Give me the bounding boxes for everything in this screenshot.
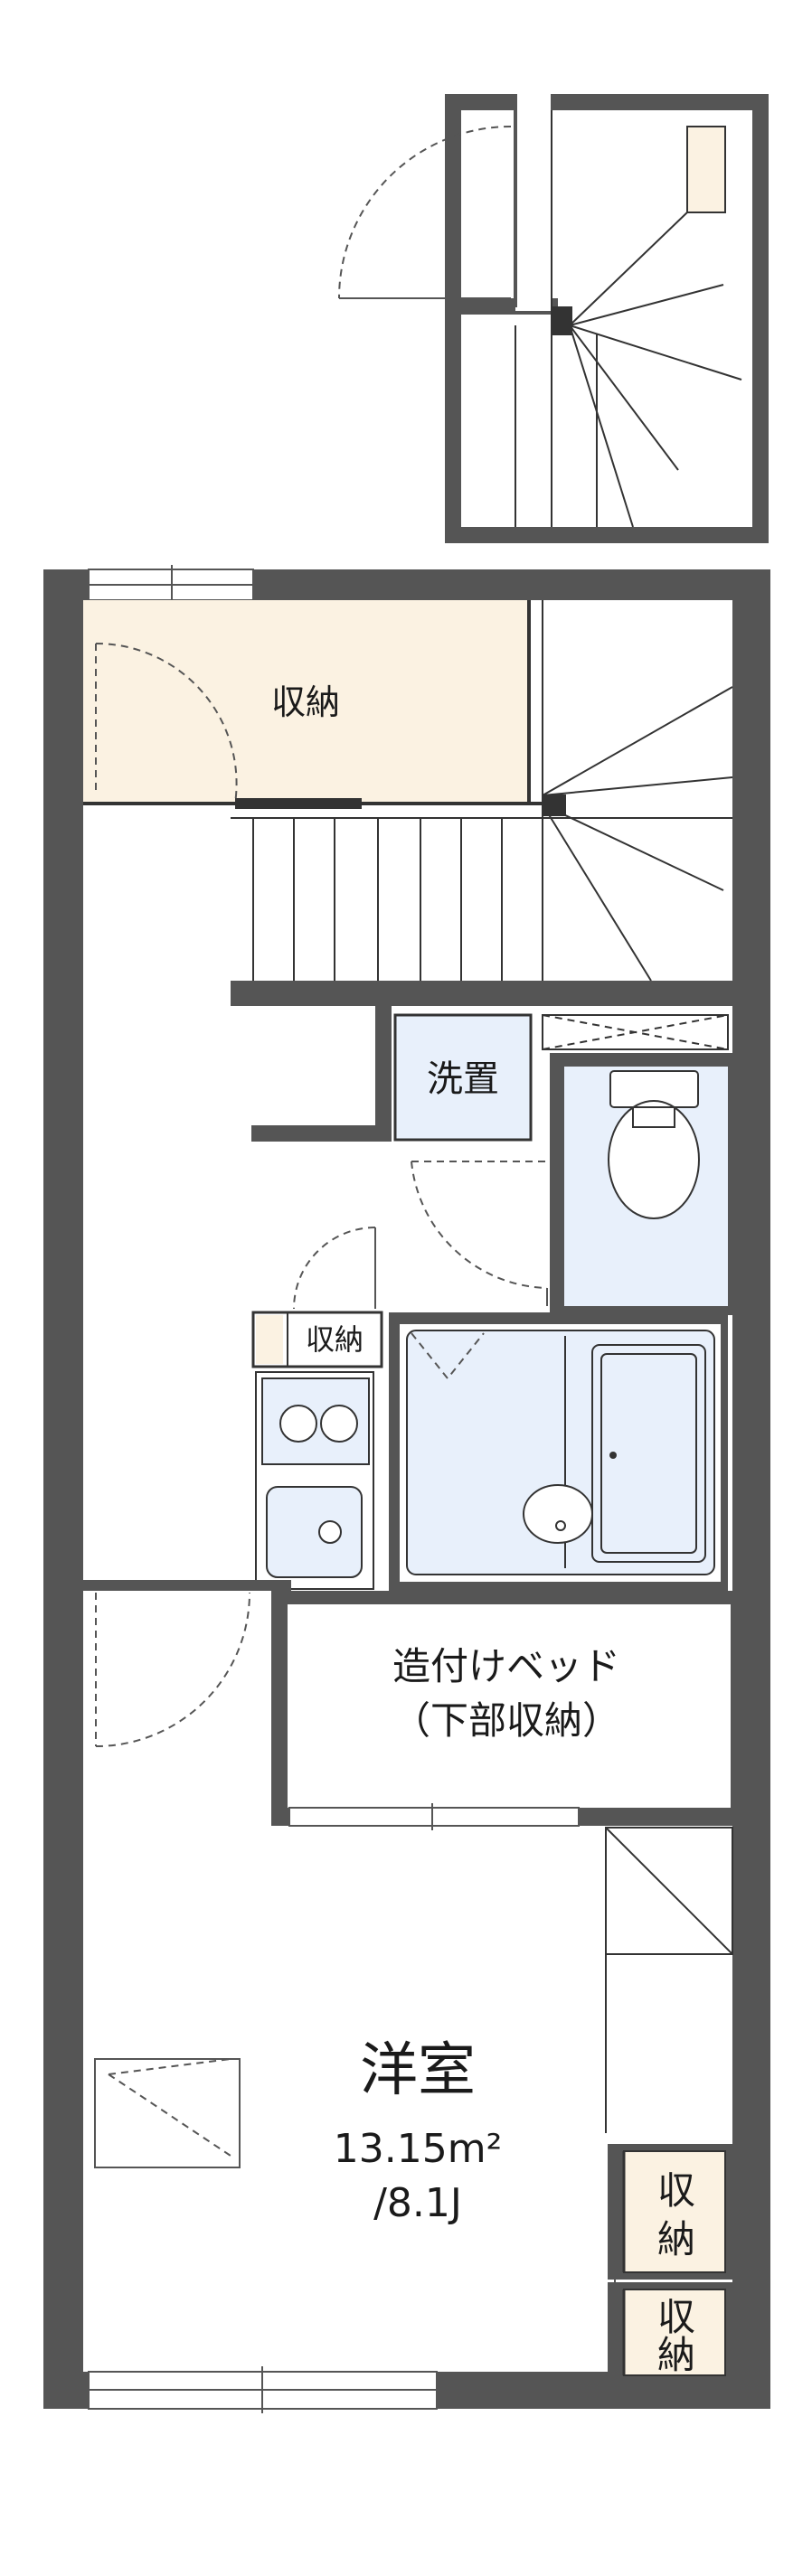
under-stair-cabinet xyxy=(542,1014,729,1050)
wash-basin xyxy=(523,1484,593,1544)
bed-label-line2: （下部収納） xyxy=(392,1698,620,1743)
small-storage: 収納 xyxy=(251,1311,383,1368)
closet-b-line2: 納 xyxy=(657,2333,695,2377)
main-room: 洋室 13.15m² /8.1J xyxy=(334,2037,502,2226)
upper-spiral-stairs xyxy=(515,110,742,528)
upper-door-swing xyxy=(338,126,512,299)
main-room-area: 13.15m² xyxy=(334,2126,502,2172)
closet-a: 収 納 xyxy=(608,2144,734,2280)
upper-stair-hall xyxy=(338,94,769,543)
kitchen-sink xyxy=(266,1486,363,1578)
closet-a-line1: 収 xyxy=(657,2168,695,2213)
storage-top-label: 収納 xyxy=(271,682,340,722)
right-side-cabinet xyxy=(605,1827,733,2133)
washer-space: 洗置 xyxy=(393,1013,533,1142)
toilet-bowl xyxy=(608,1100,700,1219)
closet-b-line1: 収 xyxy=(657,2295,695,2339)
closet-a-line2: 納 xyxy=(657,2217,695,2261)
main-staircase xyxy=(231,600,733,982)
stove-burner-left xyxy=(279,1405,317,1443)
bathroom xyxy=(389,1312,728,1591)
stove-burner-right xyxy=(320,1405,358,1443)
closet-b: 収 納 xyxy=(608,2282,734,2377)
toilet-room xyxy=(411,1053,735,1315)
bed-label-line1: 造付けベッド xyxy=(392,1644,620,1688)
bathtub xyxy=(591,1344,706,1563)
storage-top-room: 収納 xyxy=(83,600,561,809)
main-room-name: 洋室 xyxy=(360,2037,476,2104)
floor-hatch xyxy=(94,2058,241,2168)
built-in-bed: 造付けベッド （下部収納） xyxy=(271,1591,734,1830)
small-storage-label: 収納 xyxy=(306,1322,364,1357)
main-room-size: /8.1J xyxy=(373,2180,462,2226)
kitchen xyxy=(255,1371,374,1590)
washer-label: 洗置 xyxy=(427,1058,499,1100)
upper-storage-nook xyxy=(686,126,726,213)
